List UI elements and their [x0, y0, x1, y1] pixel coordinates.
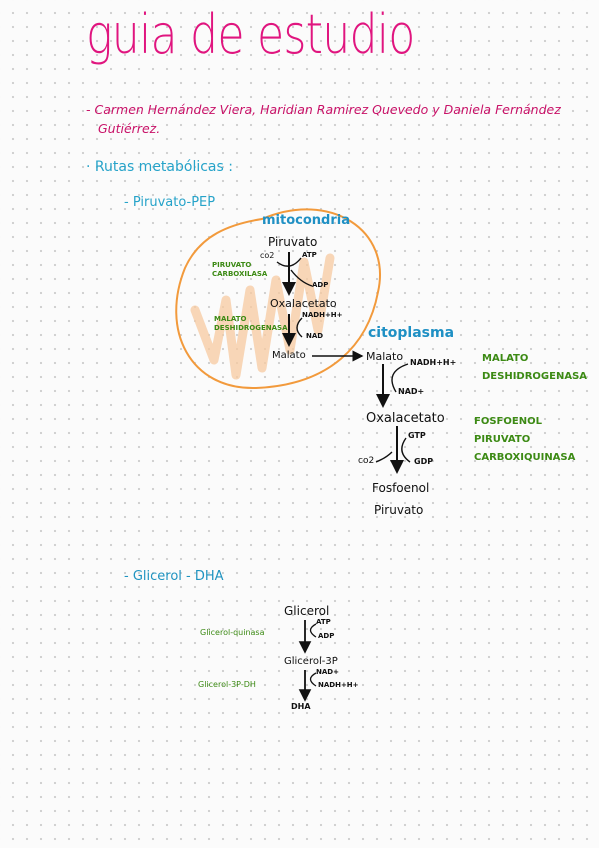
glicerol-product: DHA	[291, 702, 311, 711]
mito-nad: NAD	[306, 332, 324, 340]
mito-enzyme-2-line-2: DESHIDROGENASA	[214, 324, 288, 332]
mito-adp: ADP	[312, 281, 329, 289]
glicerol-nad: NAD+	[316, 668, 339, 676]
mito-malato: Malato	[272, 350, 306, 361]
glicerol-atp: ATP	[316, 618, 331, 626]
glicerol-nadh: NADH+H+	[318, 681, 359, 689]
cyto-product-line-1: Fosfoenol	[372, 481, 430, 495]
authors-line-2: Gutiérrez.	[98, 121, 161, 136]
cyto-nadh: NADH+H+	[410, 358, 457, 367]
glicerol-heading: - Glicerol - DHA	[124, 569, 224, 584]
arrow-co2-atp-adp	[276, 257, 313, 287]
cyto-enzyme-1-line-2: DESHIDROGENASA	[482, 371, 588, 382]
cyto-co2: co2	[358, 456, 375, 466]
glicerol-3p: Glicerol-3P	[284, 656, 338, 667]
cyto-gdp: GDP	[414, 457, 434, 466]
section-heading: · Rutas metabólicas :	[86, 159, 233, 175]
arrow-nadh-nad-mito	[296, 317, 303, 338]
page-title: guia de estudio	[86, 3, 415, 66]
glicerol-substrate: Glicerol	[284, 604, 330, 618]
cyto-malato: Malato	[366, 350, 404, 363]
cyto-enzyme-2-line-3: CARBOXIQUINASA	[474, 452, 576, 463]
cyto-nad: NAD+	[398, 387, 425, 396]
arrow-nadh-nad-cyto	[391, 363, 409, 393]
piruvato-pep-heading: - Piruvato-PEP	[124, 195, 216, 210]
mito-enzyme-1-line-1: PIRUVATO	[212, 261, 252, 269]
glicerol-enzyme-1: Glicerol-quinasa	[200, 628, 265, 637]
cyto-oxalacetato: Oxalacetato	[366, 411, 445, 426]
mito-oxalacetato: Oxalacetato	[270, 297, 337, 310]
arrow-gtp-gdp	[375, 437, 411, 463]
authors-line-1: - Carmen Hernández Viera, Haridian Ramir…	[86, 102, 561, 117]
mito-piruvato: Piruvato	[268, 235, 318, 249]
mito-atp: ATP	[302, 251, 317, 259]
cyto-enzyme-2-line-1: FOSFOENOL	[474, 416, 542, 427]
cyto-product-line-2: Piruvato	[374, 503, 424, 517]
arrow-nad-nadh	[309, 672, 317, 687]
mito-nadh: NADH+H+	[302, 311, 343, 319]
mitochondrion-outline	[175, 208, 381, 390]
mitocondria-label: mitocondria	[262, 213, 350, 228]
cyto-enzyme-2-line-2: PIRUVATO	[474, 434, 531, 445]
arrow-atp-adp	[309, 623, 317, 638]
mito-enzyme-2-line-1: MALATO	[214, 315, 247, 323]
citoplasma-label: citoplasma	[368, 325, 455, 341]
mito-enzyme-1-line-2: CARBOXILASA	[212, 270, 268, 278]
mito-co2: co2	[260, 251, 275, 260]
glicerol-adp: ADP	[318, 632, 335, 640]
glicerol-enzyme-2: Glicerol-3P-DH	[198, 680, 256, 689]
cyto-gtp: GTP	[408, 431, 426, 440]
cyto-enzyme-1-line-1: MALATO	[482, 353, 529, 364]
